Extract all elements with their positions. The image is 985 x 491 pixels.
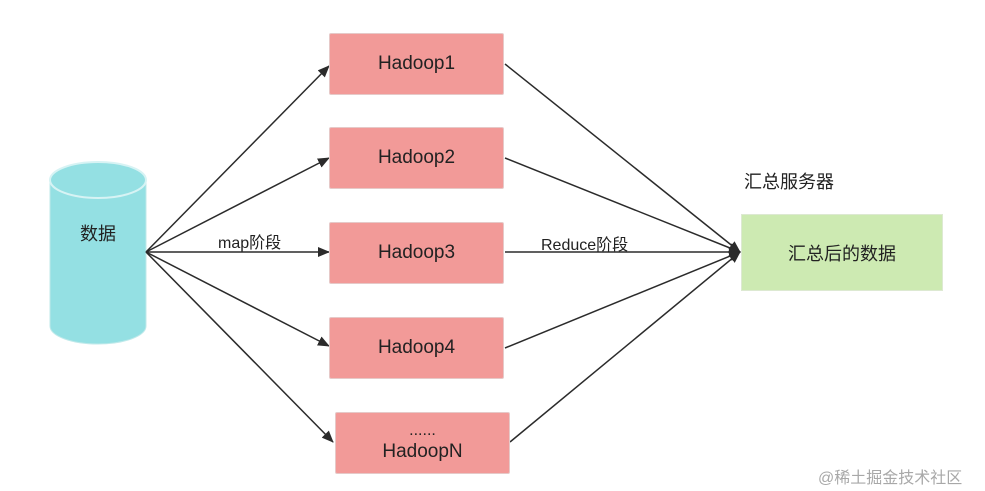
hadoop-node-3: Hadoop3: [329, 222, 504, 284]
map-stage-label: map阶段: [218, 235, 282, 252]
hadoop-node-2: Hadoop2: [329, 127, 504, 189]
watermark: @稀土掘金技术社区: [818, 470, 963, 487]
reduce-stage-label: Reduce阶段: [541, 237, 629, 254]
reduce-arrow-4: [504, 251, 741, 349]
aggregated-data-box: 汇总后的数据: [741, 214, 943, 291]
aggregated-data-label: 汇总后的数据: [788, 243, 896, 264]
reduce-arrow-2: [504, 157, 741, 253]
map-arrow-2: [145, 157, 330, 253]
hadoop-node-ellipsis: ......: [409, 421, 436, 439]
reduce-arrow-n: [509, 251, 741, 443]
data-cylinder: [49, 161, 147, 345]
hadoop-node-label: Hadoop3: [377, 241, 456, 263]
hadoop-node-label: Hadoop2: [377, 146, 456, 168]
hadoop-node-label: Hadoop4: [377, 336, 456, 358]
hadoop-node-4: Hadoop4: [329, 317, 504, 379]
map-arrow-4: [145, 251, 330, 347]
hadoop-node-label: Hadoop1: [377, 52, 456, 74]
aggregation-server-title: 汇总服务器: [744, 172, 834, 192]
hadoop-node-1: Hadoop1: [329, 33, 504, 95]
hadoop-node-n: ...... HadoopN: [335, 412, 510, 474]
map-arrow-n: [145, 251, 334, 443]
map-arrow-1: [145, 65, 330, 253]
hadoop-node-label: HadoopN: [382, 440, 463, 462]
reduce-arrow-1: [504, 63, 741, 253]
data-source-label: 数据: [80, 224, 116, 244]
